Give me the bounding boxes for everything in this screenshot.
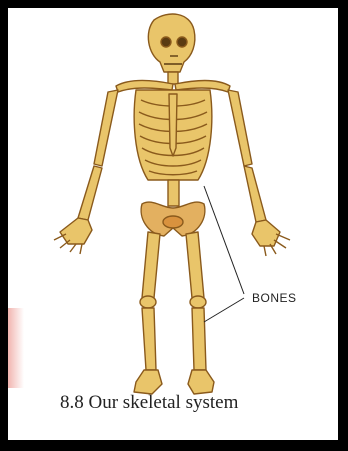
- femur-left: [142, 232, 160, 298]
- tibia-left: [142, 308, 156, 370]
- bones-callout-lines: [204, 186, 244, 322]
- forearm-left: [78, 166, 102, 220]
- sternum: [169, 94, 177, 156]
- illustration-panel: BONES 8.8 Our skeletal system: [8, 8, 338, 440]
- foot-left: [134, 370, 162, 394]
- figure-caption: 8.8 Our skeletal system: [60, 392, 238, 414]
- foot-right: [188, 370, 214, 394]
- hand-left: [60, 218, 92, 244]
- skeleton-illustration: [8, 8, 338, 440]
- knee-left: [140, 296, 156, 308]
- lumbar-spine: [168, 180, 179, 206]
- humerus-right: [228, 90, 252, 166]
- forearm-right: [244, 166, 266, 222]
- neck-vertebrae: [168, 72, 178, 84]
- knee-right: [190, 296, 206, 308]
- tibia-right: [192, 308, 206, 370]
- bones-label: BONES: [252, 291, 297, 305]
- femur-right: [186, 232, 204, 298]
- hand-right: [252, 220, 280, 246]
- humerus-left: [94, 90, 118, 166]
